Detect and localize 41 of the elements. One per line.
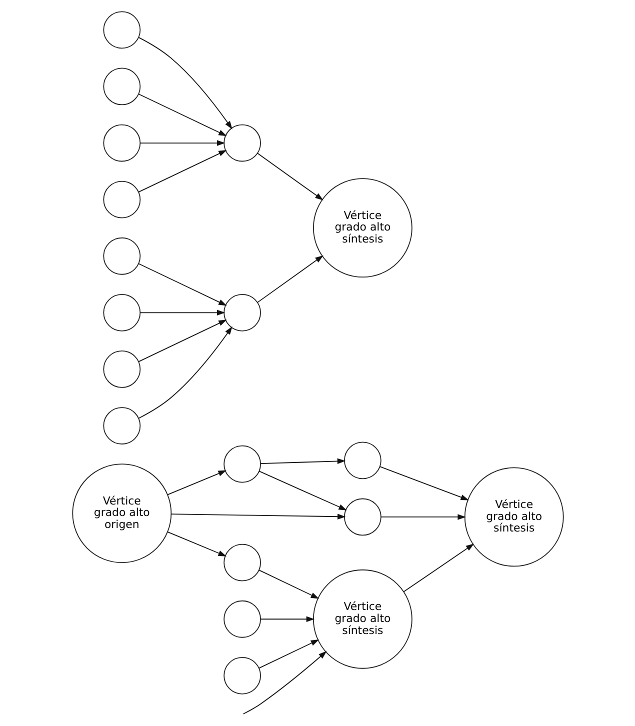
- node-circle: [223, 544, 260, 582]
- node-circle: [344, 498, 381, 536]
- arrow: [260, 458, 346, 464]
- arrow: [256, 255, 323, 303]
- arrow: [380, 514, 466, 520]
- node-circle: [102, 11, 140, 49]
- arrow: [138, 94, 226, 136]
- node-circle: [102, 237, 140, 275]
- node-circle: Vértice grado alto origen: [72, 464, 172, 564]
- arrow: [258, 570, 319, 599]
- arrow: [138, 150, 226, 193]
- node-circle: [223, 445, 260, 483]
- arrow: [402, 544, 474, 592]
- arrow: [138, 326, 232, 419]
- arrow: [166, 470, 226, 496]
- node-circle: [223, 600, 260, 638]
- node-circle: Vértice grado alto síntesis: [312, 178, 412, 278]
- node-circle: [102, 68, 140, 106]
- arrow: [242, 651, 326, 714]
- node-circle: [223, 124, 260, 162]
- arrow: [256, 152, 323, 200]
- arrow: [138, 263, 226, 306]
- node-circle: [223, 294, 260, 332]
- node-circle: [102, 180, 140, 218]
- node-circle: [223, 656, 260, 694]
- arrow: [138, 37, 232, 130]
- arrow: [258, 470, 346, 510]
- arrow: [260, 616, 314, 622]
- node-circle: [102, 407, 140, 444]
- arrow: [166, 532, 226, 556]
- node-circle: [102, 124, 140, 162]
- node-circle: [344, 442, 381, 480]
- arrow: [378, 466, 468, 500]
- arrow: [138, 320, 226, 362]
- node-circle: [102, 294, 140, 332]
- arrow: [139, 140, 225, 146]
- arrow: [170, 514, 346, 520]
- node-circle: Vértice grado alto síntesis: [312, 569, 412, 669]
- arrow: [139, 310, 225, 316]
- node-circle: [102, 350, 140, 388]
- arrow: [258, 640, 319, 669]
